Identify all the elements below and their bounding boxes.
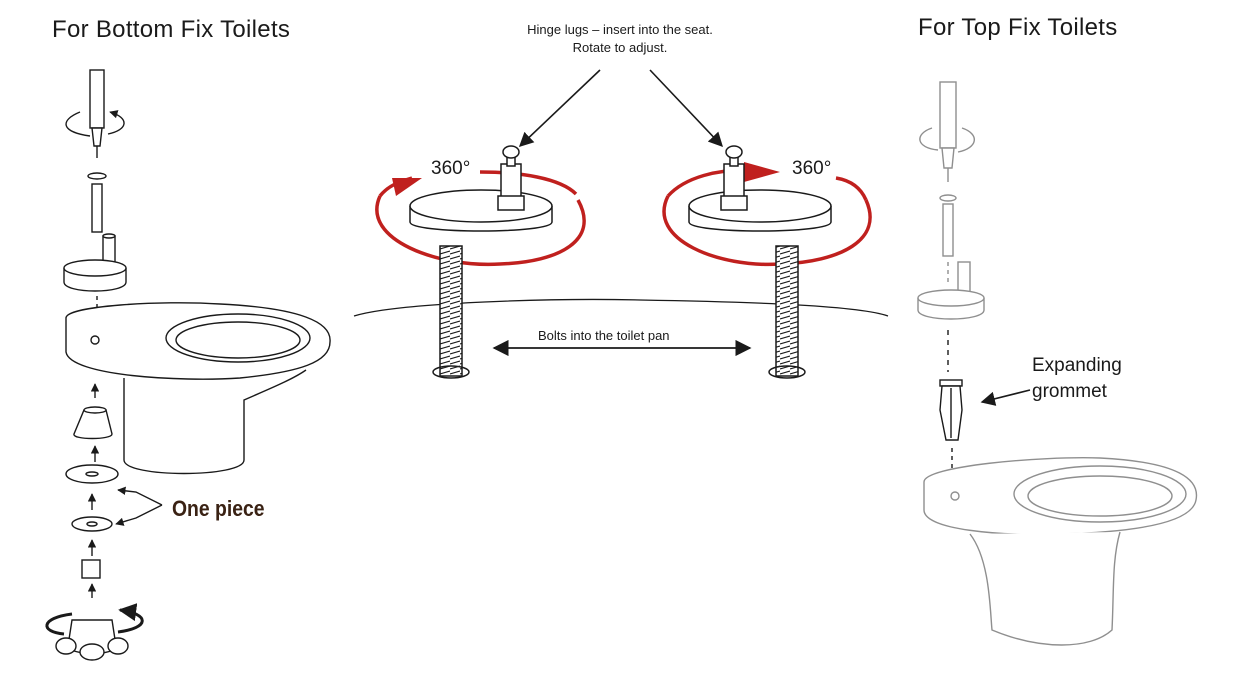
rotation-label-right: 360° <box>792 158 832 179</box>
screwdriver-icon <box>919 81 975 182</box>
toilet-pan-top-fix <box>923 457 1198 646</box>
top-fix-assembly <box>917 81 1198 646</box>
one-piece-label: One piece <box>172 496 265 521</box>
hinge-lug-right <box>662 145 872 379</box>
title-bottom-fix: For Bottom Fix Toilets <box>52 16 291 43</box>
bolts-caption: Bolts into the toilet pan <box>538 328 670 343</box>
nut <box>81 559 101 579</box>
hinge-caption-line2: Rotate to adjust. <box>572 40 668 55</box>
hinge-lug-left <box>375 145 586 379</box>
pointer-arrow-left <box>518 69 601 147</box>
title-top-fix: For Top Fix Toilets <box>918 14 1118 41</box>
bolt-pin <box>91 183 103 233</box>
hinge-collar <box>63 233 127 292</box>
rotation-arrow <box>117 603 144 634</box>
bottom-fix-assembly <box>45 69 331 661</box>
pointer-arrow <box>117 486 163 506</box>
hinge-lug-diagram <box>353 69 889 379</box>
expanding-grommet-label: Expanding grommet <box>1032 355 1122 402</box>
small-washer <box>87 172 107 180</box>
toilet-pan-bottom-fix <box>65 302 331 475</box>
wing-nut <box>55 619 129 661</box>
rotation-label-left: 360° <box>431 158 471 179</box>
screwdriver-icon <box>65 69 125 158</box>
expanding-grommet <box>939 379 963 441</box>
pointer-arrow-grommet <box>980 389 1031 406</box>
cone-washer <box>73 409 113 440</box>
pan-surface-line <box>353 298 889 317</box>
pointer-arrow-right <box>649 69 723 148</box>
hinge-lug-caption: Hinge lugs – insert into the seat. Rotat… <box>470 21 770 57</box>
hinge-caption-line1: Hinge lugs – insert into the seat. <box>527 22 713 37</box>
hinge-collar <box>917 261 985 320</box>
